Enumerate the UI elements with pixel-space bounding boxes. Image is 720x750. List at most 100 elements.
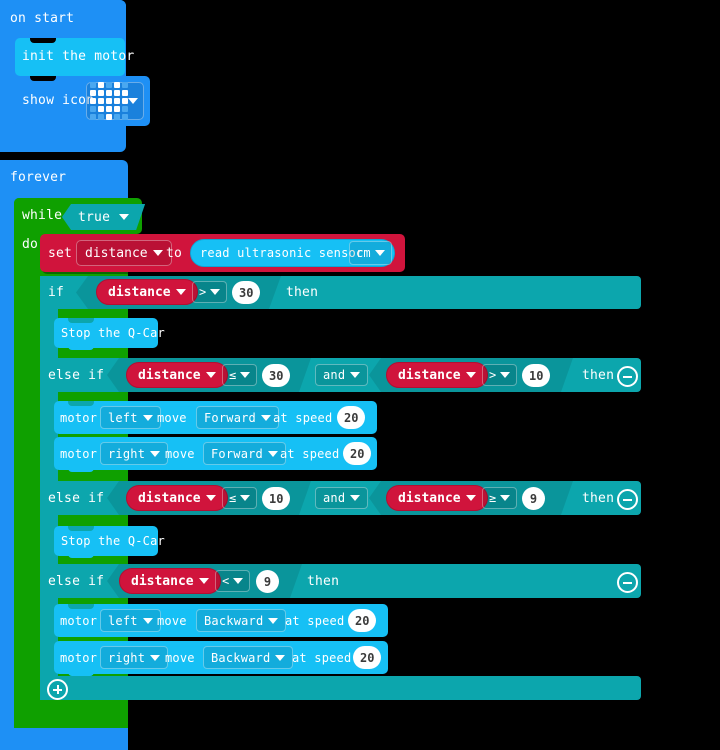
chevron-down-icon[interactable]: [350, 372, 361, 378]
motor-side-dropdown-4a[interactable]: left: [100, 609, 161, 632]
chevron-down-icon[interactable]: [465, 372, 476, 378]
motor-speed-label-2b: at speed: [280, 447, 340, 461]
led-pixel: [114, 106, 120, 112]
condition-operator-3a[interactable]: ≤: [222, 487, 258, 509]
remove-branch-button-4[interactable]: [617, 572, 638, 593]
led-pixel: [114, 114, 120, 120]
motor-speed-value-4b[interactable]: 20: [353, 646, 382, 669]
chevron-down-icon[interactable]: [500, 495, 511, 501]
condition-variable-3a[interactable]: distance: [126, 485, 228, 511]
condition-variable-2a[interactable]: distance: [126, 362, 228, 388]
motor-block-4b[interactable]: [54, 641, 388, 674]
motor-block-4a[interactable]: [54, 604, 388, 637]
chevron-down-icon[interactable]: [150, 654, 161, 661]
condition-joiner-3[interactable]: and: [315, 487, 369, 509]
chevron-down-icon[interactable]: [198, 578, 209, 584]
condition-operator-1a[interactable]: >: [192, 281, 228, 303]
chevron-down-icon[interactable]: [268, 617, 279, 624]
chevron-down-icon[interactable]: [175, 289, 186, 295]
set-variable-name: distance: [85, 245, 148, 261]
init-the-motor-block[interactable]: [15, 38, 125, 76]
condition-value-2b[interactable]: 10: [522, 364, 551, 387]
chevron-down-icon[interactable]: [150, 450, 161, 457]
chevron-down-icon[interactable]: [152, 250, 163, 256]
if-block-footer[interactable]: [40, 676, 641, 700]
chevron-down-icon[interactable]: [142, 414, 153, 421]
stop-qcar-tab-3: [68, 554, 94, 558]
condition-variable-4a[interactable]: distance: [119, 568, 221, 594]
condition-operator-2a[interactable]: ≤: [222, 364, 258, 386]
chevron-down-icon[interactable]: [119, 214, 129, 220]
condition-value-3a[interactable]: 10: [262, 487, 291, 510]
on-start-label: on start: [10, 11, 75, 26]
read-ultrasonic-sensor-reporter[interactable]: [190, 239, 395, 267]
motor-side-dropdown-2b[interactable]: right: [100, 442, 169, 465]
chevron-down-icon[interactable]: [260, 414, 271, 421]
remove-branch-button-3[interactable]: [617, 489, 638, 510]
while-label: while: [22, 208, 63, 223]
number-value: 9: [263, 574, 272, 589]
chevron-down-icon[interactable]: [465, 495, 476, 501]
while-condition-slot[interactable]: true: [62, 204, 145, 230]
condition-operator-3b[interactable]: ≥: [482, 487, 518, 509]
motor-side-dropdown-2a[interactable]: left: [100, 406, 161, 429]
motor-speed-value-2a[interactable]: 20: [337, 406, 366, 429]
chevron-down-icon[interactable]: [205, 495, 216, 501]
condition-value-4a[interactable]: 9: [256, 570, 279, 593]
chevron-down-icon[interactable]: [142, 617, 153, 624]
joiner-label: and: [323, 491, 346, 505]
stop-qcar-block-3[interactable]: [54, 526, 158, 556]
condition-value-3b[interactable]: 9: [522, 487, 545, 510]
motor-label-4b: motor: [60, 651, 98, 665]
chevron-down-icon[interactable]: [205, 372, 216, 378]
chevron-down-icon[interactable]: [240, 372, 251, 378]
chevron-down-icon[interactable]: [210, 289, 221, 295]
condition-variable-1a[interactable]: distance: [96, 279, 198, 305]
variable-name: distance: [138, 490, 201, 506]
condition-operator-2b[interactable]: >: [482, 364, 518, 386]
chevron-down-icon[interactable]: [240, 495, 251, 501]
motor-label-2b: motor: [60, 447, 98, 461]
chevron-down-icon[interactable]: [233, 578, 244, 584]
led-pixel: [98, 82, 104, 88]
chevron-down-icon[interactable]: [267, 450, 278, 457]
stop-qcar-label-3: Stop the Q-Car: [61, 534, 165, 548]
add-branch-plus-circle-icon[interactable]: [47, 679, 68, 700]
motor-side-value: left: [108, 613, 138, 628]
motor-block-2a[interactable]: [54, 401, 377, 434]
condition-operator-4a[interactable]: <: [215, 570, 251, 592]
chevron-down-icon[interactable]: [374, 250, 385, 256]
condition-variable-2b[interactable]: distance: [386, 362, 488, 388]
led-pixel: [122, 82, 128, 88]
ultrasonic-unit-value: cm: [356, 246, 371, 260]
led-pixel: [90, 106, 96, 112]
chevron-down-icon[interactable]: [500, 372, 511, 378]
motor-direction-dropdown-4b[interactable]: Backward: [203, 646, 294, 669]
block-notch: [68, 604, 94, 609]
chevron-down-icon[interactable]: [128, 98, 138, 104]
motor-side-value: right: [108, 446, 146, 461]
boolean-true-reporter[interactable]: true: [62, 204, 145, 230]
condition-value-2a[interactable]: 30: [262, 364, 291, 387]
number-value: 30: [239, 285, 254, 300]
motor-speed-value-2b[interactable]: 20: [343, 442, 372, 465]
set-variable-dropdown[interactable]: distance: [76, 240, 172, 266]
motor-direction-dropdown-4a[interactable]: Backward: [196, 609, 287, 632]
condition-joiner-2[interactable]: and: [315, 364, 369, 386]
condition-value-1a[interactable]: 30: [232, 281, 261, 304]
motor-side-value: right: [108, 650, 146, 665]
motor-speed-value-4a[interactable]: 20: [348, 609, 377, 632]
chevron-down-icon[interactable]: [275, 654, 286, 661]
remove-branch-button-2[interactable]: [617, 366, 638, 387]
chevron-down-icon[interactable]: [350, 495, 361, 501]
led-pixel: [90, 90, 96, 96]
condition-variable-3b[interactable]: distance: [386, 485, 488, 511]
motor-side-dropdown-4b[interactable]: right: [100, 646, 169, 669]
motor-block-2b[interactable]: [54, 437, 377, 470]
ultrasonic-unit-dropdown[interactable]: cm: [349, 241, 392, 265]
stop-qcar-block-1[interactable]: [54, 318, 158, 348]
motor-direction-dropdown-2b[interactable]: Forward: [203, 442, 286, 465]
led-pixel: [106, 106, 112, 112]
motor-direction-dropdown-2a[interactable]: Forward: [196, 406, 279, 429]
